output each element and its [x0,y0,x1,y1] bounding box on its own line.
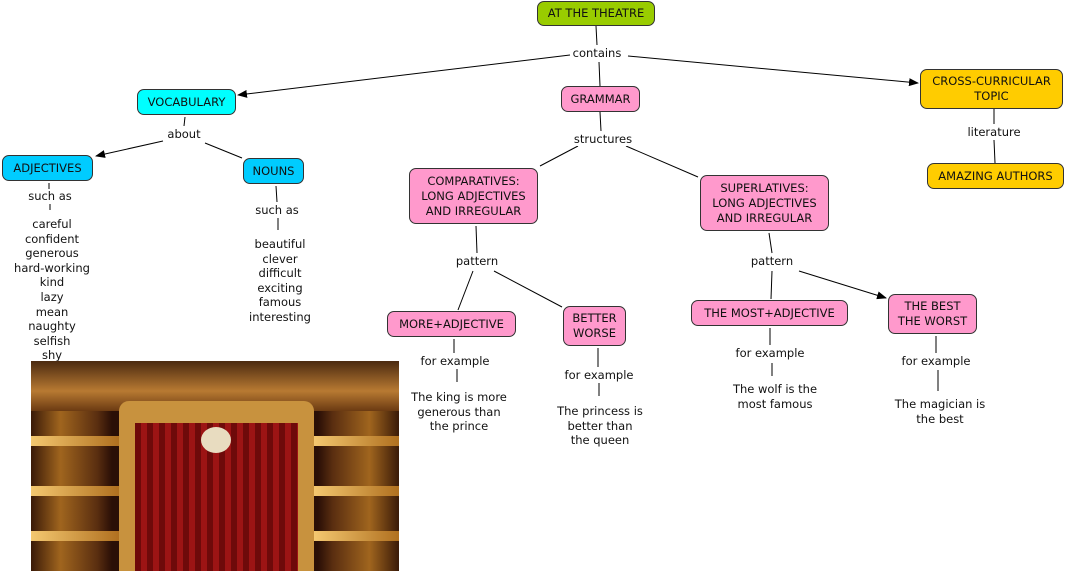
link-label-contains: contains [570,46,624,60]
link-label-pattern-comparatives: pattern [453,254,501,268]
link-label-for-example-best: for example [899,354,973,368]
link-label-literature: literature [965,125,1023,139]
link-label-pattern-superlatives: pattern [748,254,796,268]
node-cross-curricular-topic[interactable]: CROSS-CURRICULAR TOPIC [920,69,1063,109]
example-best-worst: The magician is the best [894,397,986,426]
link-label-for-example-more: for example [418,354,492,368]
node-nouns[interactable]: NOUNS [243,158,304,184]
link-label-such-as-adjectives: such as [26,189,74,203]
example-most-adjective: The wolf is the most famous [732,382,818,411]
noun-list: beautiful clever difficult exciting famo… [249,237,311,324]
link-label-such-as-nouns: such as [253,203,301,217]
node-amazing-authors[interactable]: AMAZING AUTHORS [927,163,1064,189]
node-the-most-adjective[interactable]: THE MOST+ADJECTIVE [691,300,848,326]
node-adjectives[interactable]: ADJECTIVES [2,155,93,181]
adjective-list: careful confident generous hard-working … [14,217,90,363]
root-node-at-the-theatre[interactable]: AT THE THEATRE [537,1,655,26]
theatre-stage-photo [31,361,399,571]
example-more-adjective: The king is more generous than the princ… [411,390,507,434]
node-comparatives[interactable]: COMPARATIVES: LONG ADJECTIVES AND IRREGU… [409,168,538,224]
node-better-worse[interactable]: BETTER WORSE [563,306,626,346]
link-label-about: about [165,127,203,141]
node-the-best-the-worst[interactable]: THE BEST THE WORST [888,294,977,334]
node-grammar[interactable]: GRAMMAR [561,86,640,112]
royal-crest-icon [201,427,231,453]
link-label-for-example-better: for example [562,368,636,382]
node-vocabulary[interactable]: VOCABULARY [137,89,236,115]
link-label-structures: structures [571,132,635,146]
example-better-worse: The princess is better than the queen [557,404,643,448]
link-label-for-example-most: for example [733,346,807,360]
node-more-adjective[interactable]: MORE+ADJECTIVE [387,311,516,337]
node-superlatives[interactable]: SUPERLATIVES: LONG ADJECTIVES AND IRREGU… [700,175,829,231]
